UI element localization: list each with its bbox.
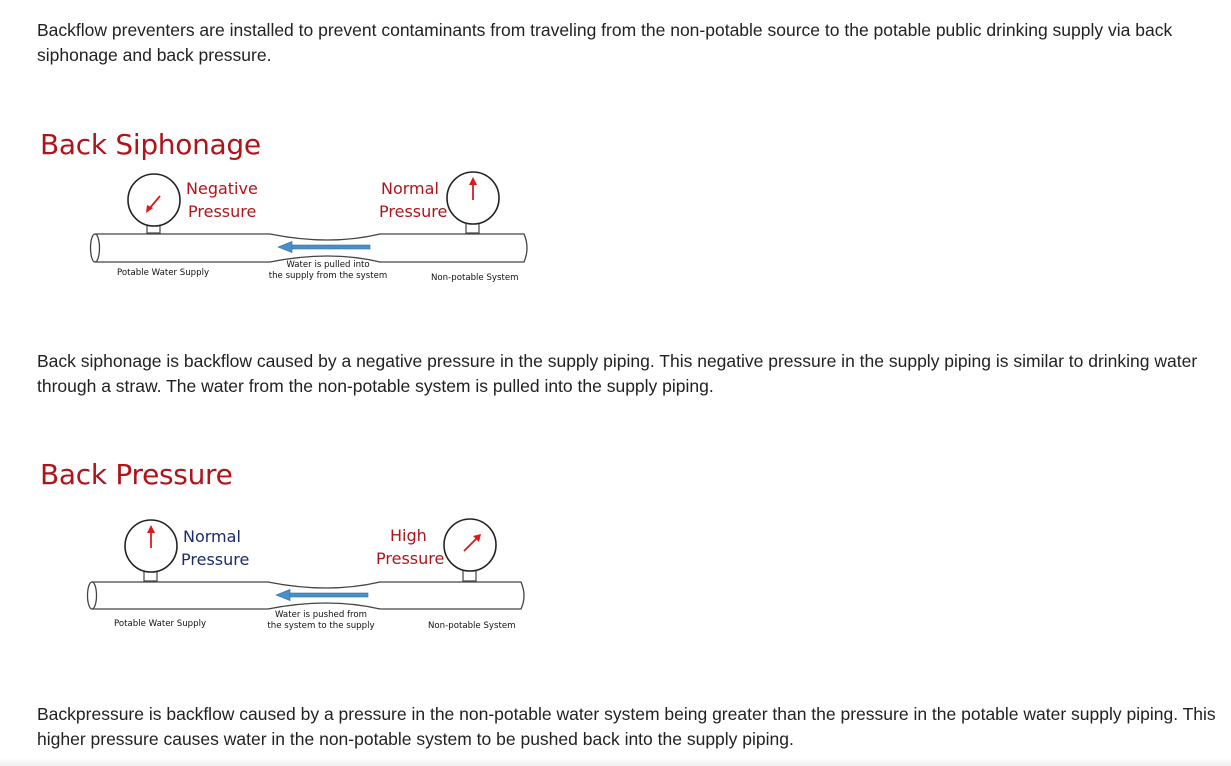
pressure-right-gauge (443, 518, 497, 582)
normal-needle-icon (469, 177, 477, 200)
siphon-left-gauge (127, 173, 181, 234)
pressure-right-gauge-label-2: Pressure (376, 549, 444, 568)
page-bottom-edge (0, 758, 1231, 766)
pressure-center-label-1: Water is pushed from (275, 610, 367, 620)
siphon-right-gauge-label-1: Normal (381, 179, 439, 198)
high-needle-icon (463, 534, 481, 552)
siphon-center-label-2: the supply from the system (269, 271, 388, 281)
pressure-right-pipe-label: Non-potable System (428, 621, 516, 631)
back-pressure-description: Backpressure is backflow caused by a pre… (37, 704, 1216, 749)
pressure-left-gauge-label-2: Pressure (181, 550, 249, 569)
intro-paragraph: Backflow preventers are installed to pre… (37, 20, 1173, 65)
siphon-center-label-1: Water is pulled into (286, 260, 369, 270)
back-siphonage-title: Back Siphonage (40, 128, 261, 161)
back-siphonage-description: Back siphonage is backflow caused by a n… (37, 351, 1198, 396)
pressure-left-gauge (124, 519, 178, 582)
siphon-right-pipe-label: Non-potable System (431, 273, 519, 283)
negative-needle-icon (146, 195, 161, 213)
siphon-flow-arrow (277, 241, 371, 253)
pressure-right-gauge-label-1: High (390, 526, 427, 545)
back-siphonage-diagram: Negative Pressure Normal Pressure Potabl… (89, 171, 528, 283)
back-pressure-title: Back Pressure (40, 458, 233, 491)
back-pressure-diagram: Normal Pressure High Pressure Potable Wa… (86, 518, 525, 631)
siphon-left-pipe-label: Potable Water Supply (117, 268, 209, 278)
pressure-flow-arrow (275, 589, 369, 601)
siphon-left-gauge-label-1: Negative (186, 179, 258, 198)
siphon-right-gauge (446, 171, 500, 234)
normal-needle-icon (147, 525, 155, 548)
pressure-center-label-2: the system to the supply (267, 621, 374, 631)
siphon-left-gauge-label-2: Pressure (188, 202, 256, 221)
pressure-left-pipe-label: Potable Water Supply (114, 619, 206, 629)
pressure-left-gauge-label-1: Normal (183, 527, 241, 546)
siphon-right-gauge-label-2: Pressure (379, 202, 447, 221)
